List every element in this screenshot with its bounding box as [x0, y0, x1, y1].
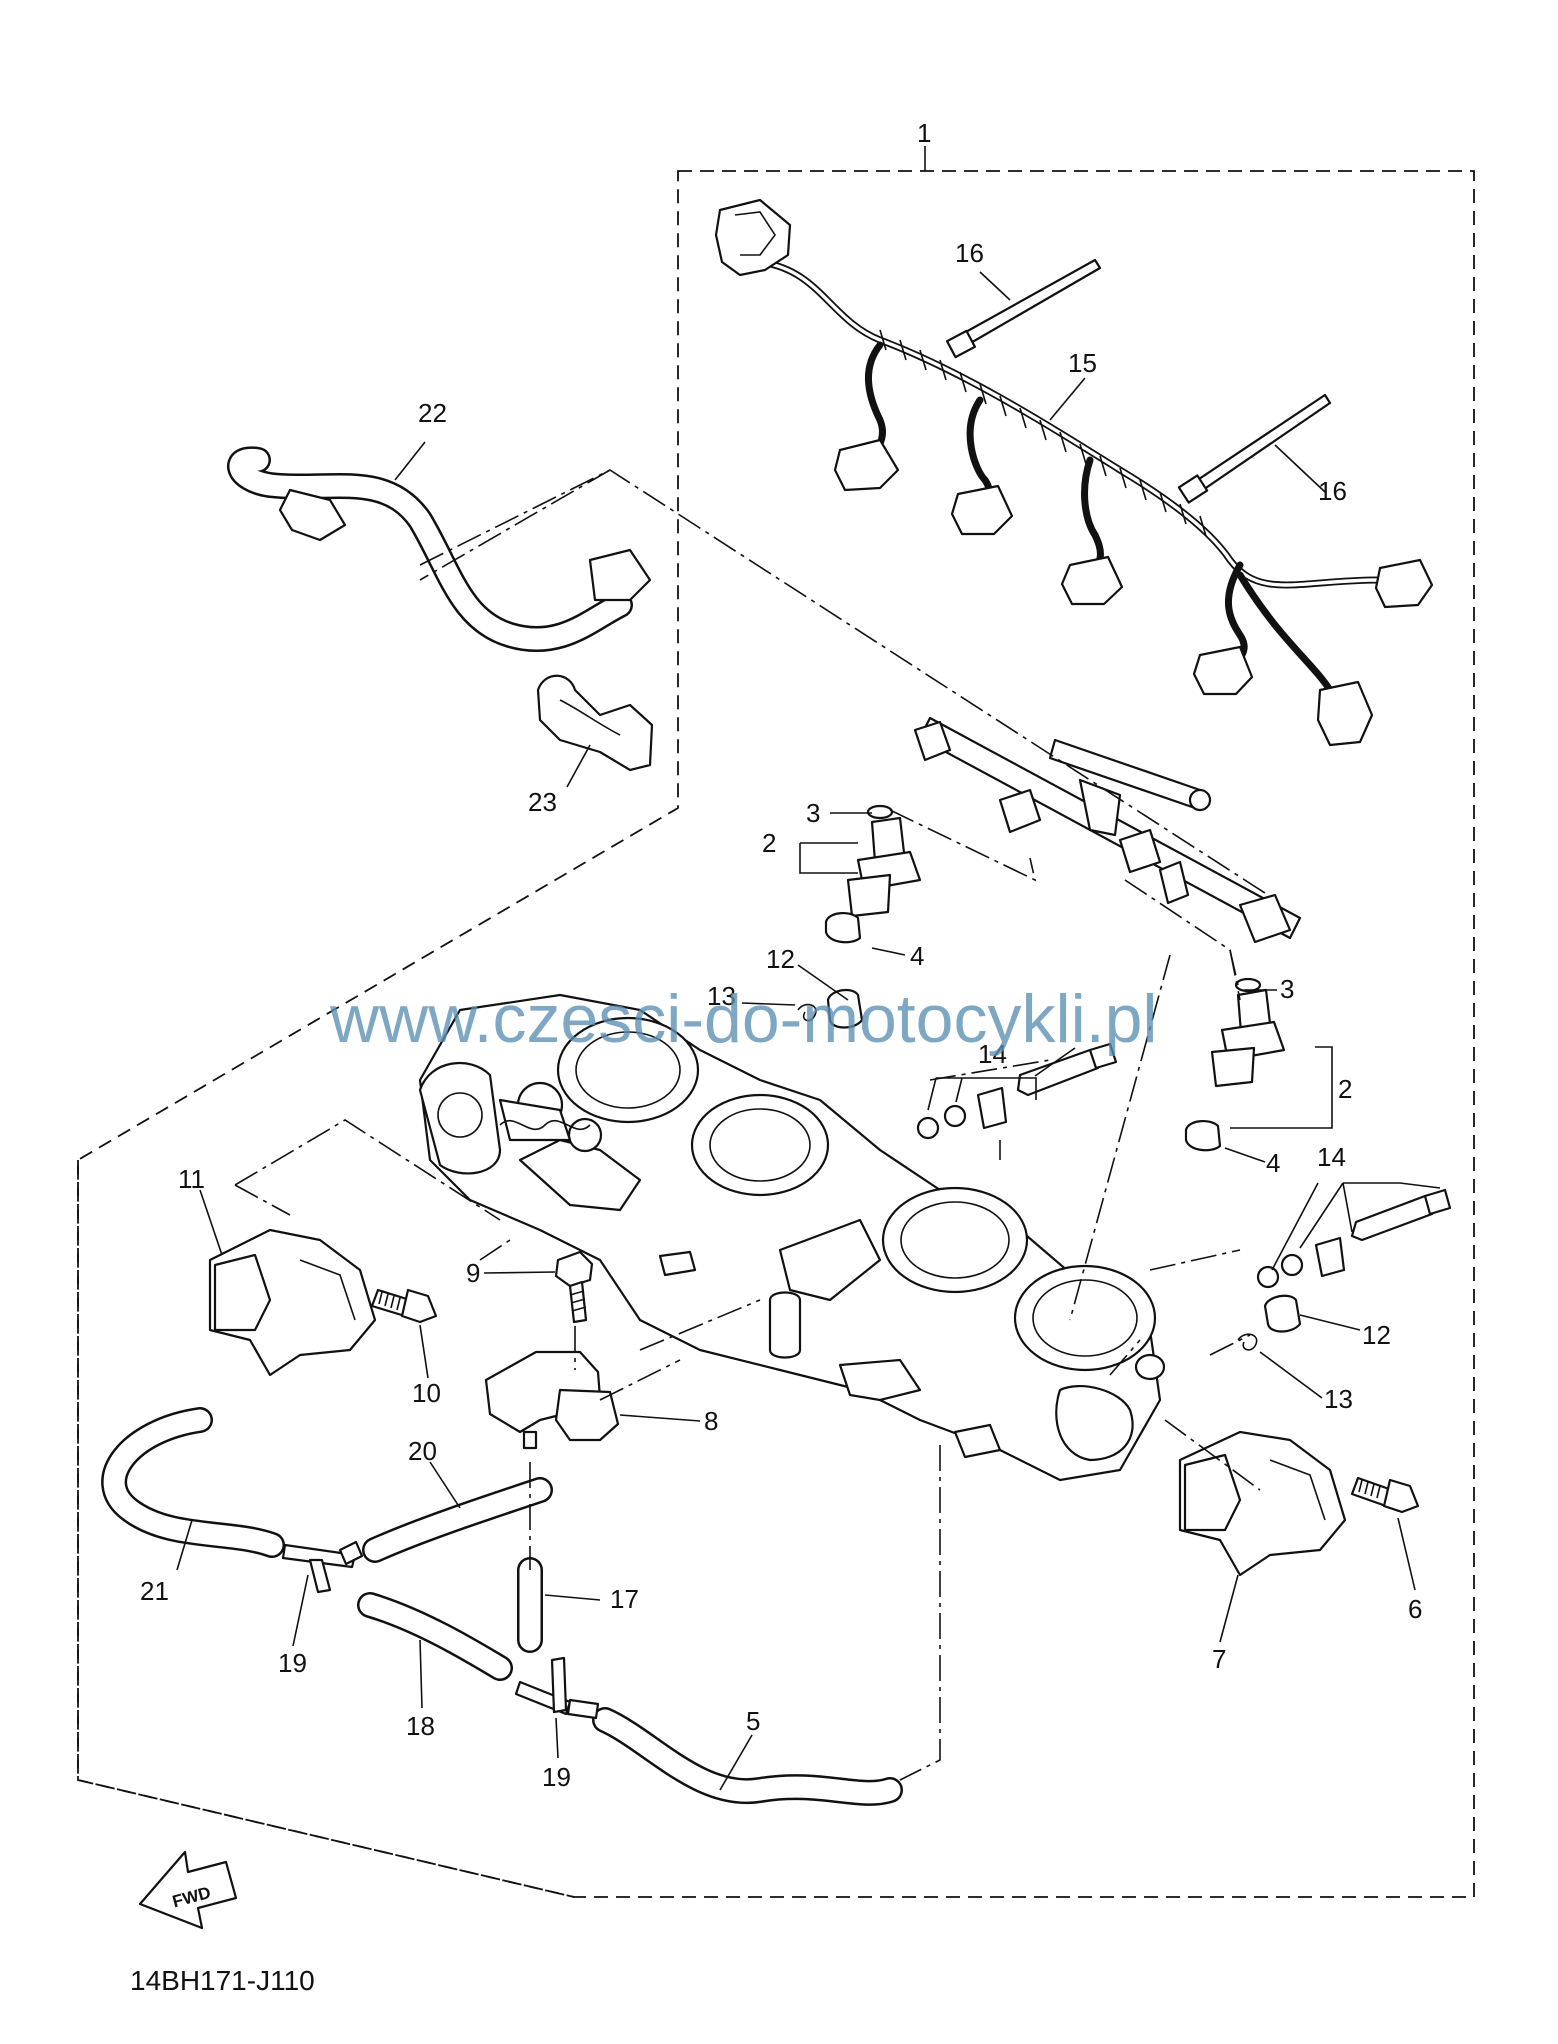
- assembly-lines: [234, 469, 1269, 1781]
- clip-13-lower: [1237, 1333, 1258, 1351]
- wire-harness: [714, 198, 1434, 747]
- bypass-screw-lower: [1256, 1188, 1452, 1289]
- callout-4-right: 4: [1266, 1148, 1280, 1178]
- callout-9: 9: [466, 1258, 480, 1288]
- leader-lines: [176, 146, 1441, 1791]
- callout-19-right: 19: [542, 1762, 571, 1792]
- cap-12-lower: [1263, 1294, 1302, 1333]
- callout-3-right: 3: [1280, 974, 1294, 1004]
- injector-right: [1184, 977, 1286, 1152]
- hose-20: [362, 1477, 553, 1563]
- throttle-position-sensor-11: [208, 1228, 377, 1377]
- callout-5: 5: [746, 1706, 760, 1736]
- callout-10: 10: [412, 1378, 441, 1408]
- cable-tie-lower: [1177, 393, 1332, 504]
- callout-16-upper: 16: [955, 238, 984, 268]
- clip-13-upper: [797, 1003, 817, 1022]
- intake-pressure-sensor-8: [484, 1350, 620, 1450]
- callout-23: 23: [528, 787, 557, 817]
- hose-18: [357, 1592, 513, 1681]
- bypass-screw-upper: [916, 1042, 1118, 1140]
- hose-22: [227, 446, 652, 653]
- throttle-position-sensor-7: [1178, 1430, 1347, 1577]
- callout-21: 21: [140, 1576, 169, 1606]
- fwd-arrow-icon: FWD: [138, 1850, 238, 1930]
- t-joint-19-left: [281, 1540, 364, 1594]
- group-outline-throttle-body: [77, 1160, 575, 1898]
- cap-12-upper: [826, 988, 864, 1029]
- hose-21: [101, 1407, 285, 1558]
- screw-9: [554, 1250, 594, 1324]
- callout-19-left: 19: [278, 1648, 307, 1678]
- callout-18: 18: [406, 1711, 435, 1741]
- callout-12-lower: 12: [1362, 1320, 1391, 1350]
- diagram-code: 14BH171-J110: [130, 1965, 315, 1996]
- watermark-text: www.czesci-do-motocykli.pl: [329, 981, 1158, 1057]
- callout-14-upper: 14: [978, 1039, 1007, 1069]
- hose-clip-23: [536, 674, 654, 772]
- callout-1: 1: [917, 118, 931, 148]
- screw-10: [370, 1288, 438, 1324]
- t-joint-19-right: [514, 1656, 600, 1720]
- callout-22: 22: [418, 398, 447, 428]
- callout-12-upper: 12: [766, 944, 795, 974]
- callout-7: 7: [1212, 1644, 1226, 1674]
- callout-14-lower: 14: [1317, 1142, 1346, 1172]
- callout-8: 8: [704, 1406, 718, 1436]
- callout-3-left: 3: [806, 798, 820, 828]
- callout-17: 17: [610, 1584, 639, 1614]
- group-outline-harness: [77, 170, 1475, 1898]
- callout-2-left: 2: [762, 828, 776, 858]
- callout-13-upper: 13: [707, 981, 736, 1011]
- injector-left: [824, 804, 922, 944]
- callout-11: 11: [178, 1164, 205, 1194]
- hose-5: [592, 1707, 903, 1806]
- callout-13-lower: 13: [1324, 1384, 1353, 1414]
- callout-2-right: 2: [1338, 1074, 1352, 1104]
- callout-4-left: 4: [910, 941, 924, 971]
- throttle-pulley: [418, 1061, 591, 1175]
- callout-20: 20: [408, 1436, 437, 1466]
- throttle-body: [418, 993, 1166, 1482]
- callout-15: 15: [1068, 348, 1097, 378]
- cable-tie-upper: [945, 258, 1102, 359]
- fuel-rail: [913, 716, 1302, 944]
- screw-6: [1350, 1476, 1420, 1514]
- callout-numbers: 1 16 15 16 22 23 3 2 4 12 13 14 3 2 4 14…: [140, 118, 1422, 1792]
- callout-6: 6: [1408, 1594, 1422, 1624]
- callout-16-lower: 16: [1318, 476, 1347, 506]
